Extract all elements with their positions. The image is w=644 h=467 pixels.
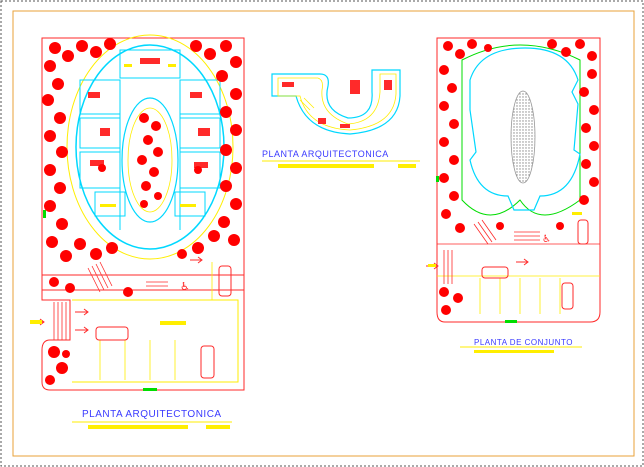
site-outline [436,37,601,323]
main-building-ring-outer [66,34,234,260]
main-building-ring [75,44,225,250]
main-courtyard [121,97,179,223]
site-plan: ♿ [426,37,601,323]
car-icon [95,265,232,379]
accessibility-icon: ♿ [180,280,190,293]
main-parking-outline [72,299,239,383]
svg-text:♿: ♿ [542,234,551,245]
courtyard-trees [98,113,202,208]
site-building [469,47,581,211]
site-perimeter-trees [439,39,599,315]
main-plan: ♿ [30,34,245,391]
main-perimeter-trees [42,38,242,385]
main-plan-label: PLANTA ARQUITECTONICA [82,409,222,420]
site-plan-label: PLANTA DE CONJUNTO [474,338,573,347]
upper-plan-label: PLANTA ARQUITECTONICA [262,149,389,159]
site-courtyard [510,90,536,184]
upper-plan-outline [271,69,401,135]
main-site-outline [41,37,245,391]
sheet-border-inner [12,10,635,457]
upper-plan [271,69,401,135]
